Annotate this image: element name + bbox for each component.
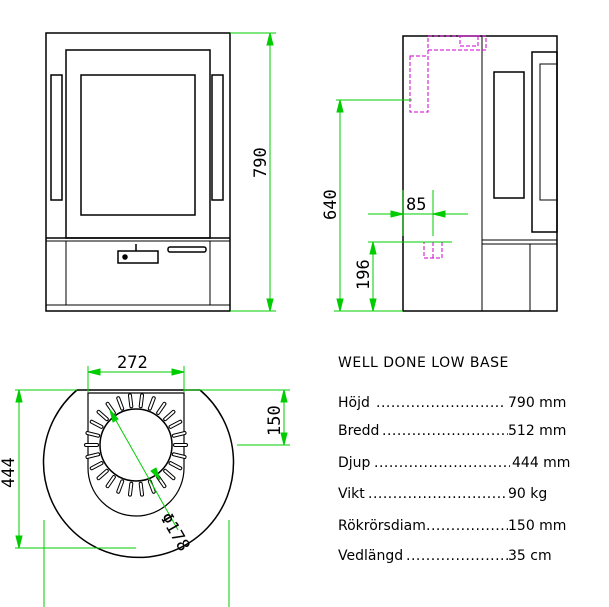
dim-label-top-width: 272 xyxy=(117,353,148,373)
spec-dots: ........................................… xyxy=(368,486,508,502)
front-view xyxy=(45,32,231,312)
spec-value: 150 mm xyxy=(508,518,567,534)
spec-value: 790 mm xyxy=(508,395,567,411)
door-side-profile xyxy=(531,51,558,233)
dim-label-top-offset: 150 xyxy=(265,405,285,436)
door-glass xyxy=(80,74,196,216)
grate-slot-inner xyxy=(157,402,166,414)
spec-label: Vedlängd xyxy=(338,548,404,564)
grate-slot-inner xyxy=(169,462,182,470)
grate-slot-inner xyxy=(148,480,155,493)
side-view xyxy=(402,35,558,312)
grate-slot-inner xyxy=(172,432,186,437)
grate-slot-inner xyxy=(139,482,144,496)
grate-slot-inner xyxy=(172,453,186,458)
grate-slot-inner xyxy=(86,453,100,458)
dim-label-side-height: 640 xyxy=(321,189,341,220)
spec-label: Rökrörsdiam xyxy=(338,518,426,534)
spec-row-log-length: Vedlängd ...............................… xyxy=(338,548,568,568)
spec-dots: ................................... xyxy=(374,455,510,471)
right-side-window xyxy=(211,74,224,201)
spec-row-height: Höjd .................................. … xyxy=(338,395,568,415)
spec-row-width: Bredd ..................................… xyxy=(338,423,568,443)
dim-label-front-height: 790 xyxy=(251,147,271,178)
grate-slot-inner xyxy=(106,402,115,414)
spec-value: 90 kg xyxy=(508,486,548,502)
stove-body-front xyxy=(45,32,231,312)
stove-body-side xyxy=(402,35,558,312)
spec-label: Djup xyxy=(338,455,371,471)
dim-label-base-height: 196 xyxy=(354,259,374,290)
grate-slot-inner xyxy=(106,476,115,488)
hidden-flue-lines xyxy=(409,35,487,259)
spec-dots: ............................... xyxy=(406,548,508,564)
spec-row-flue-diameter: Rökrörsdiam ....................... 150 … xyxy=(338,518,568,538)
spec-row-weight: Vikt ...................................… xyxy=(338,486,568,506)
grate-slot-inner xyxy=(164,410,175,421)
grate-slot-inner xyxy=(86,432,100,437)
dim-label-outlet-offset: 85 xyxy=(406,195,426,215)
door-frame xyxy=(65,49,211,239)
spec-label: Vikt xyxy=(338,486,365,502)
spec-dots: .................................. xyxy=(382,423,508,439)
burner-plate xyxy=(87,392,185,517)
spec-label: Höjd xyxy=(338,395,370,411)
spec-label: Bredd xyxy=(338,423,380,439)
grate-slot-inner xyxy=(139,394,144,408)
spec-title: WELL DONE LOW BASE xyxy=(338,355,509,371)
dim-label-depth: 444 xyxy=(0,457,19,488)
grate-slot-inner xyxy=(117,480,124,493)
spec-dots: ....................... xyxy=(426,518,508,534)
spec-row-depth: Djup ...................................… xyxy=(338,455,571,475)
air-control-handle xyxy=(117,250,159,264)
spec-value: 444 mm xyxy=(512,455,571,471)
grate-slot-inner xyxy=(169,420,182,428)
grate-slot-inner xyxy=(97,410,108,421)
side-window xyxy=(493,71,525,199)
grate-slot-inner xyxy=(90,420,103,428)
dim-front-height xyxy=(230,32,276,312)
flue-opening xyxy=(99,408,173,482)
left-side-window xyxy=(50,74,63,201)
dim-label-diameter: Φ178 xyxy=(156,510,194,555)
grate-slot-inner xyxy=(128,482,133,496)
ash-slider xyxy=(167,246,207,253)
spec-value: 35 cm xyxy=(508,548,552,564)
spec-dots: .................................. xyxy=(376,395,504,411)
top-view xyxy=(42,389,235,559)
grate-slot-inner xyxy=(148,397,155,410)
grate-slot-inner xyxy=(90,462,103,470)
grate-slot-inner xyxy=(117,397,124,410)
grate-slot-inner xyxy=(164,469,175,480)
grate-slot-inner xyxy=(128,394,133,408)
dim-top xyxy=(15,366,290,607)
stove-top-outline xyxy=(42,389,235,559)
grate-slot-inner xyxy=(97,469,108,480)
grate-slots xyxy=(84,393,188,497)
spec-value: 512 mm xyxy=(508,423,567,439)
dim-side xyxy=(334,99,468,312)
